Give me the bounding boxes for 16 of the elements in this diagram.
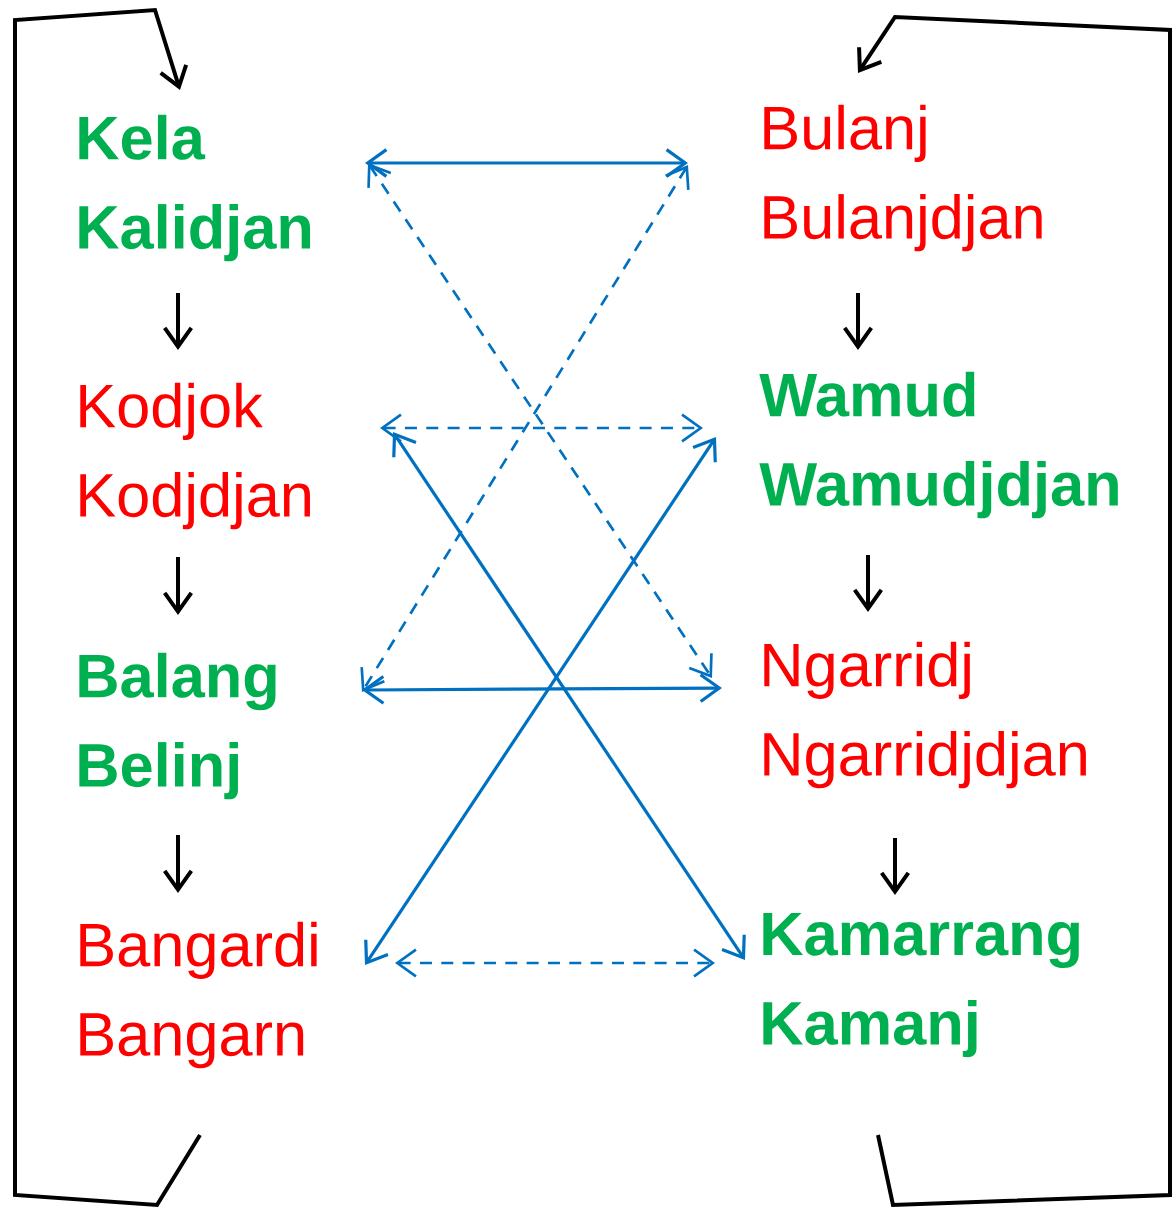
name-pair: Kela Kalidjan [79, 114, 311, 262]
name-pair: Bangardi Bangarn [80, 921, 317, 1069]
arrow [395, 948, 715, 978]
arrow [364, 437, 717, 965]
name-pair: Kamarrang Kamanj [763, 912, 1079, 1058]
arrow [362, 673, 722, 705]
name-pair: Kodjok Kodjdjan [80, 382, 310, 530]
name-pair: Bulanj Bulanjdjan [764, 104, 1042, 252]
arrow [380, 413, 703, 443]
arrow [13, 7, 202, 1208]
arrow [392, 432, 746, 960]
arrow [365, 148, 688, 178]
name-pair: Ngarridj Ngarridjdjan [764, 641, 1086, 789]
arrow [857, 14, 1172, 1208]
name-pair: Wamud Wamudjdjan [759, 371, 1118, 519]
name-pair: Balang Belinj [79, 652, 276, 800]
